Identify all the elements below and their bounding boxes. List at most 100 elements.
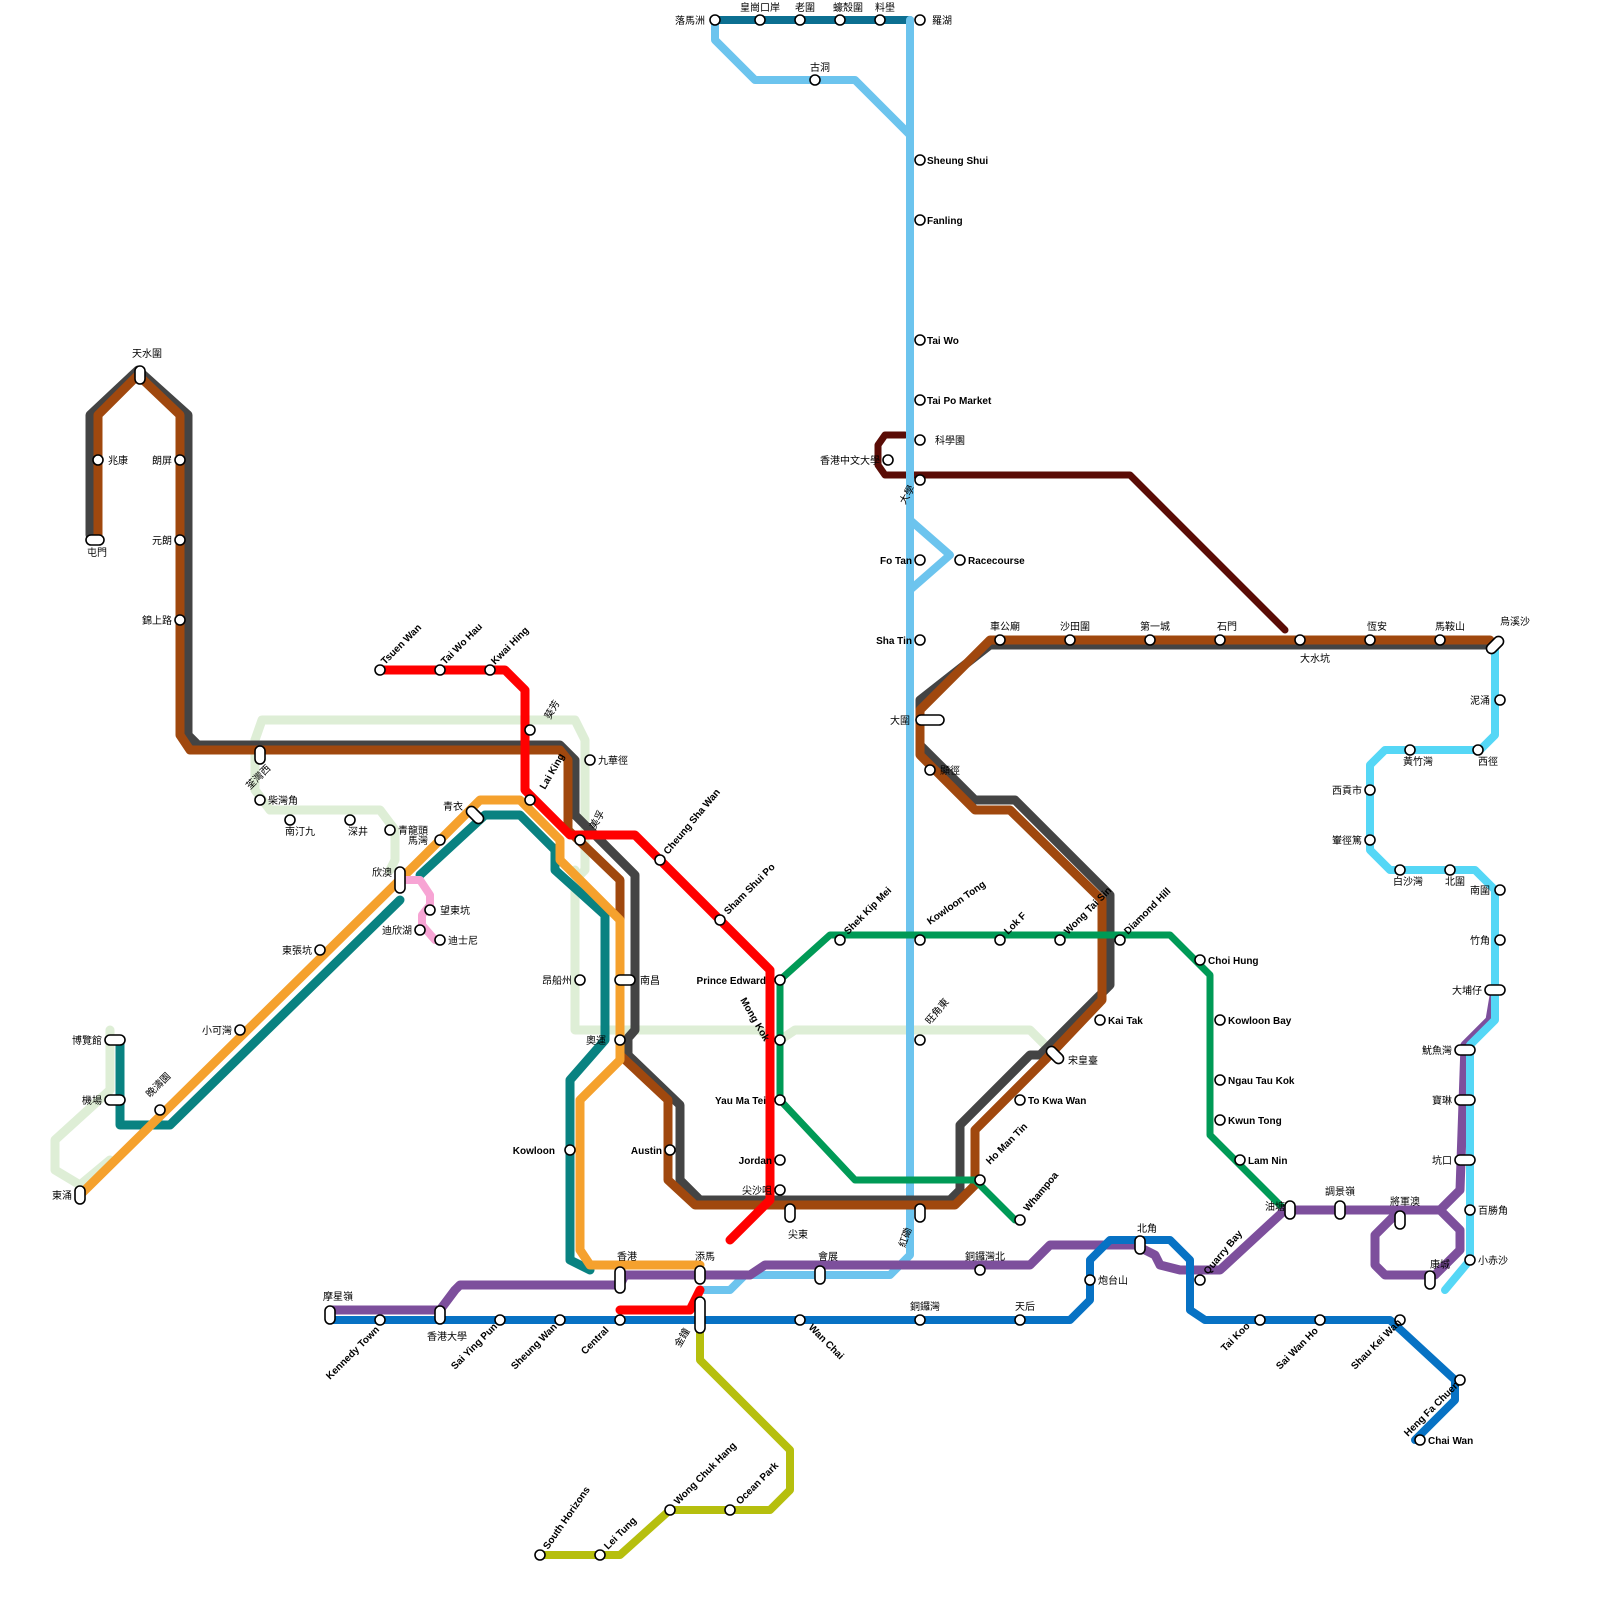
- to-kwa-wan-marker[interactable]: [1014, 1094, 1026, 1106]
- airport-interchange-marker[interactable]: [104, 1094, 126, 1106]
- lo-wu-marker[interactable]: [914, 14, 926, 26]
- causeway-bay-north-marker[interactable]: [974, 1264, 986, 1276]
- choi-hung-marker[interactable]: [1194, 954, 1206, 966]
- station-label-causeway-bay-north[interactable]: 銅鑼灣北: [965, 1250, 1005, 1263]
- yuen-long-marker[interactable]: [174, 534, 186, 546]
- kwu-tung-marker[interactable]: [809, 74, 821, 86]
- racecourse-marker[interactable]: [954, 554, 966, 566]
- university-marker[interactable]: [914, 474, 926, 486]
- kowloon-bay-marker[interactable]: [1214, 1014, 1226, 1026]
- station-label-whampoa[interactable]: Whampoa: [1022, 1170, 1061, 1214]
- station-label-to-kwa-wan[interactable]: To Kwa Wan: [1028, 1096, 1086, 1107]
- station-label-chai-wan-kok[interactable]: 柴灣角: [268, 794, 298, 807]
- ngau-tau-kok-marker[interactable]: [1214, 1074, 1226, 1086]
- lai-king-marker[interactable]: [524, 794, 536, 806]
- pak-sha-wan-marker[interactable]: [1394, 864, 1406, 876]
- station-label-tai-koo[interactable]: Tai Koo: [1219, 1321, 1252, 1354]
- station-label-tai-ho[interactable]: 晚濤園: [143, 1070, 173, 1100]
- station-label-tin-hau[interactable]: 天后: [1015, 1301, 1035, 1313]
- po-lam-interchange-marker[interactable]: [1454, 1094, 1476, 1106]
- station-label-tai-po-tsai[interactable]: 大埔仔: [1452, 984, 1482, 997]
- station-label-stonecutters[interactable]: 昂船州: [542, 974, 572, 987]
- station-label-ma-wan[interactable]: 馬灣: [408, 835, 428, 847]
- station-label-nam-ting-kau[interactable]: 南汀九: [285, 825, 315, 838]
- station-label-kowloon-tong[interactable]: Kowloon Tong: [925, 879, 988, 927]
- diamond-hill-marker[interactable]: [1114, 934, 1126, 946]
- tai-wai-interchange-marker[interactable]: [915, 714, 945, 726]
- nam-wai-marker[interactable]: [1494, 884, 1506, 896]
- station-label-hku[interactable]: 香港大學: [427, 1330, 467, 1343]
- science-park-marker[interactable]: [914, 434, 926, 446]
- disney-lake-marker[interactable]: [414, 924, 426, 936]
- heng-on-marker[interactable]: [1364, 634, 1376, 646]
- station-label-admiralty[interactable]: 金鐘: [671, 1326, 692, 1350]
- lam-tin-marker[interactable]: [1234, 1154, 1246, 1166]
- station-label-tung-chung-w[interactable]: 東張坑: [282, 944, 312, 957]
- station-label-disney-lake[interactable]: 迪欣湖: [382, 924, 412, 937]
- cheung-sha-wan-marker[interactable]: [654, 854, 666, 866]
- station-label-science-park[interactable]: 科學園: [935, 434, 965, 447]
- tsuen-wan-marker[interactable]: [374, 664, 386, 676]
- station-label-mong-kok-east[interactable]: 旺角東: [922, 996, 951, 1027]
- kennedy-town-marker[interactable]: [374, 1314, 386, 1326]
- station-label-tai-po-market[interactable]: Tai Po Market: [927, 396, 992, 407]
- ho-man-tin-marker[interactable]: [974, 1174, 986, 1186]
- station-label-nam-wai[interactable]: 南圍: [1470, 884, 1490, 897]
- station-label-chai-wan[interactable]: Chai Wan: [1428, 1436, 1473, 1447]
- north-garden-marker[interactable]: [1444, 864, 1456, 876]
- lohas-park-interchange-marker[interactable]: [1424, 1270, 1436, 1290]
- sai-ying-pun-marker[interactable]: [494, 1314, 506, 1326]
- station-label-wong-chuk-wan[interactable]: 黃竹灣: [1403, 755, 1433, 768]
- station-label-yau-tong[interactable]: 油塘: [1265, 1200, 1285, 1213]
- station-label-tseung-kwan-o[interactable]: 將軍澳: [1390, 1195, 1420, 1208]
- siu-ho-wan-marker[interactable]: [234, 1024, 246, 1036]
- station-label-pak-shing-kok[interactable]: 百勝角: [1478, 1204, 1508, 1217]
- whampoa-marker[interactable]: [1014, 1214, 1026, 1226]
- station-label-tuen-mun[interactable]: 屯門: [87, 546, 107, 559]
- station-label-siu-chik-sha[interactable]: 小赤沙: [1478, 1255, 1508, 1267]
- station-label-che-kung-temple[interactable]: 車公廟: [990, 620, 1020, 633]
- station-label-sha-tin-wai[interactable]: 沙田圍: [1060, 621, 1090, 633]
- station-label-kam-sheung-road[interactable]: 錦上路: [142, 614, 172, 627]
- station-label-tsim-sha-tsui[interactable]: 尖沙咀: [742, 1184, 772, 1197]
- station-label-cuhk[interactable]: 香港中文大學: [820, 454, 880, 467]
- station-label-fanling[interactable]: Fanling: [927, 216, 963, 227]
- station-label-hong-kong[interactable]: 香港: [617, 1251, 637, 1263]
- station-label-diamond-hill[interactable]: Diamond Hill: [1122, 886, 1173, 937]
- station-label-yan-o[interactable]: 欣澳: [372, 866, 392, 879]
- tsuen-wan-west-interchange-marker[interactable]: [254, 745, 266, 765]
- station-label-tsuen-wan[interactable]: Tsuen Wan: [379, 622, 424, 667]
- station-label-sai-kung-west[interactable]: 西徑: [1478, 755, 1498, 768]
- station-label-causeway-bay[interactable]: 銅鑼灣: [910, 1300, 940, 1313]
- tin-shui-wai-interchange-marker[interactable]: [134, 365, 146, 385]
- pak-shing-kok-marker[interactable]: [1464, 1204, 1476, 1216]
- station-label-shek-kip-mei[interactable]: Shek Kip Mei: [842, 885, 894, 937]
- tai-ho-marker[interactable]: [154, 1104, 166, 1116]
- stonecutters-marker[interactable]: [574, 974, 586, 986]
- station-label-lam-tin[interactable]: Lam Nin: [1248, 1156, 1287, 1167]
- station-label-austin[interactable]: Austin: [631, 1146, 662, 1157]
- nai-chung-marker[interactable]: [1494, 694, 1506, 706]
- station-label-ma-on-shan[interactable]: 馬鞍山: [1435, 620, 1465, 633]
- station-label-wu-kai-sha[interactable]: 烏溪沙: [1500, 615, 1530, 628]
- central-marker[interactable]: [614, 1314, 626, 1326]
- station-label-wan-chai[interactable]: Wan Chai: [806, 1322, 846, 1362]
- station-label-north-garden[interactable]: 北圍: [1445, 876, 1465, 888]
- station-label-olympic[interactable]: 奧運: [586, 1034, 606, 1047]
- station-label-tsing-yi[interactable]: 青衣: [443, 800, 463, 813]
- asiaworld-interchange-marker[interactable]: [104, 1034, 126, 1046]
- station-label-lok-ma-chau[interactable]: 落馬洲: [675, 15, 705, 27]
- station-label-prince-edward[interactable]: Prince Edward: [697, 976, 766, 987]
- long-ping-marker[interactable]: [174, 454, 186, 466]
- mong-kok-east-marker[interactable]: [914, 1034, 926, 1046]
- sha-tin-wai-marker[interactable]: [1064, 634, 1076, 646]
- station-label-ho-man-tin[interactable]: Ho Man Tin: [984, 1121, 1030, 1167]
- station-label-tim-ma[interactable]: 添馬: [695, 1250, 715, 1263]
- kam-sheung-road-marker[interactable]: [174, 614, 186, 626]
- tin-hau-marker[interactable]: [1014, 1314, 1026, 1326]
- station-label-city-one[interactable]: 第一城: [1140, 620, 1170, 633]
- sheung-wan-marker[interactable]: [554, 1314, 566, 1326]
- wong-tai-sin-marker[interactable]: [1054, 934, 1066, 946]
- station-label-sham-shui-po[interactable]: Sham Shui Po: [722, 862, 777, 917]
- wan-chai-marker[interactable]: [794, 1314, 806, 1326]
